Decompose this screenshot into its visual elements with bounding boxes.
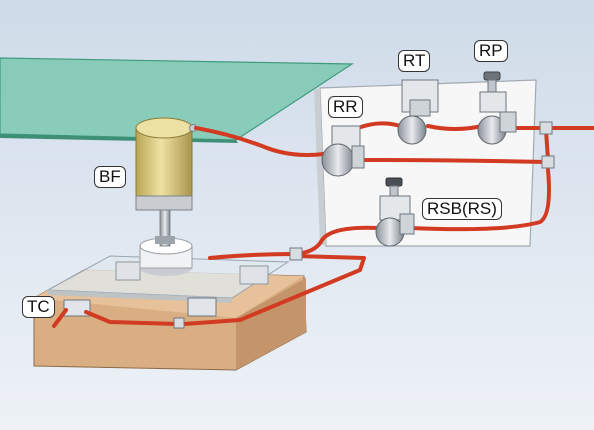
support-block-left [115,261,141,281]
tee-fitting-tc [173,317,185,329]
label-rt: RT [398,50,431,72]
rsb-regulator [375,177,415,247]
support-block-right [239,265,269,285]
tc-unit-left [63,299,91,317]
clear-table-edge [48,290,232,303]
label-rsb: RSB(RS) [422,198,502,220]
pipe-to-tc-right [182,254,366,326]
bf-cylinder [135,129,193,203]
tee-fitting-top [539,121,553,135]
tee-fitting-mid [541,155,555,169]
bf-cylinder-flange [135,195,193,211]
pipe-tc-link [84,310,180,326]
rod-coupling [155,236,175,244]
pipe-rt-rp [426,124,484,131]
valve-panel-edge [314,88,326,246]
label-rp: RP [474,40,508,62]
label-tc: TC [22,296,55,318]
pipe-to-load [208,252,296,260]
label-bf: BF [94,166,126,188]
label-rr: RR [328,96,363,118]
pipe-tee-rsb [408,168,551,232]
pipe-tc-left [52,308,68,328]
tc-unit-right [187,297,217,317]
bf-cylinder-top [135,117,193,139]
rt-valve [397,79,439,145]
pipe-rr-rt [356,121,402,130]
rr-regulator [321,125,365,177]
pipe-bf-rr [194,126,326,157]
pipe-rsb-out [294,225,380,256]
pipe-rr-tee [358,158,548,164]
piping [52,121,594,328]
pipe-tee-down [544,128,550,162]
tee-fitting-lower [289,247,303,261]
rp-regulator [477,71,517,145]
